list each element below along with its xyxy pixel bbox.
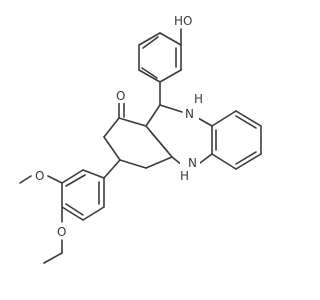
- atom-label-hydroxyl-o: O: [183, 14, 192, 28]
- atom-label-methoxy-o: O: [35, 169, 44, 183]
- atom-methoxy-o: O: [33, 168, 47, 183]
- atom-label-ethoxy-o: O: [57, 225, 66, 239]
- atom-label-nh-upper-n: N: [185, 107, 194, 121]
- atom-label-nh-lower-n: N: [188, 156, 197, 170]
- atom-label-hydroxyl-h: H: [174, 14, 183, 28]
- atom-nh-upper: H N: [183, 92, 203, 129]
- atom-oh: O H: [174, 14, 194, 28]
- atom-carbonyl-o: O: [114, 89, 126, 103]
- atom-nh-lower: N H: [180, 156, 200, 186]
- atom-label-nh-lower-h: H: [180, 169, 189, 183]
- structure-diagram: O H O H N N H O O: [19, 14, 262, 264]
- atom-label-carbonyl-o: O: [116, 89, 125, 103]
- atom-ethoxy-o: O: [56, 224, 70, 239]
- atom-label-nh-upper-h: H: [194, 92, 203, 106]
- bond-lines: [19, 28, 262, 264]
